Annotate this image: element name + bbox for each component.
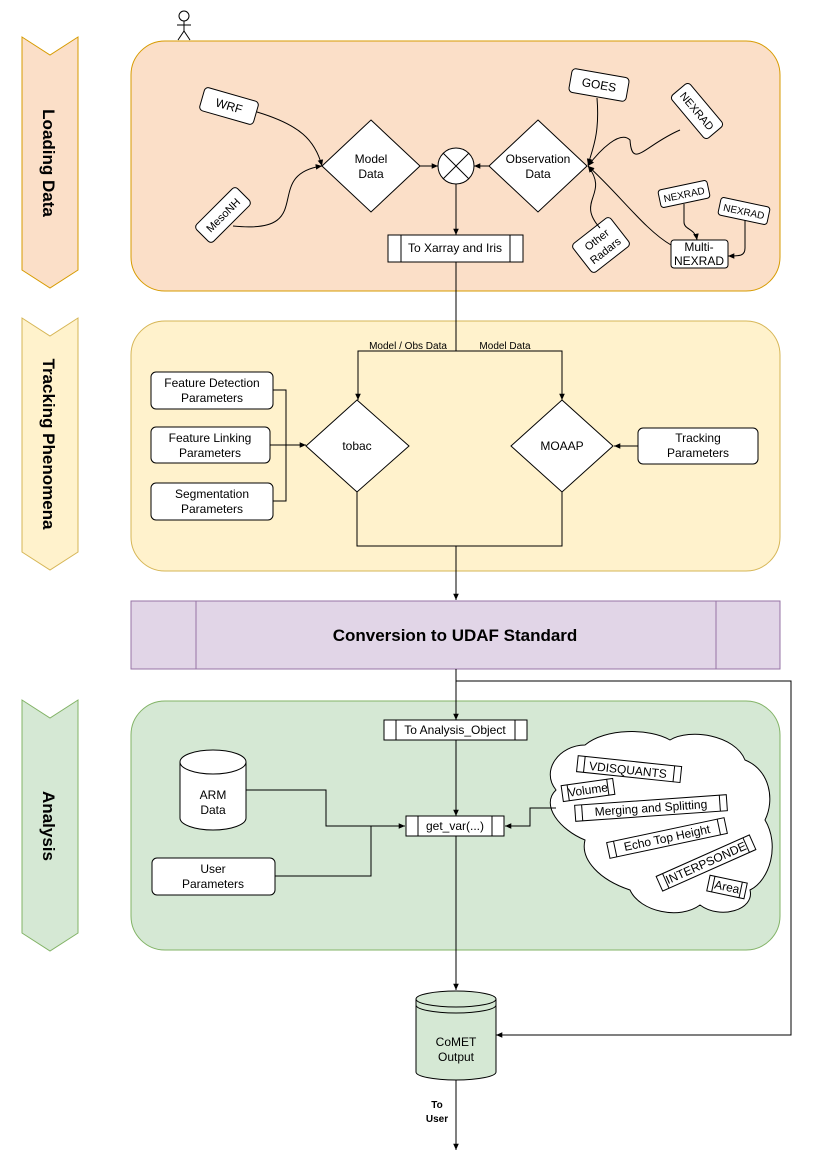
feature-detection-label-1: Feature Detection <box>164 376 259 390</box>
goes-label: GOES <box>581 75 618 95</box>
lane-tracking: Tracking Phenomena <box>21 317 79 571</box>
edge-split-tobac <box>355 350 456 400</box>
edge-user-getvar <box>275 826 372 877</box>
multi-nexrad-label-2: NEXRAD <box>674 254 724 268</box>
lane-analysis: Analysis <box>21 699 79 952</box>
multi-nexrad-label-1: Multi- <box>684 240 713 254</box>
wrf-node: WRF <box>199 87 259 125</box>
var-merging: Merging and Splitting <box>574 794 728 822</box>
model-data-label-2: Data <box>358 167 384 181</box>
goes-node: GOES <box>568 68 630 102</box>
user-params-label-2: Parameters <box>182 877 244 891</box>
feature-linking-label-2: Parameters <box>179 446 241 460</box>
edge-nexrad2-multi <box>727 220 746 259</box>
to-analysis-process: To Analysis_Object <box>383 719 528 741</box>
moaap-label: MOAAP <box>540 439 583 453</box>
comet-output-label-1: CoMET <box>436 1035 477 1049</box>
segmentation-label-2: Parameters <box>181 502 243 516</box>
variables-cloud: VDISQUANTS Volume Merging and Splitting … <box>549 731 773 914</box>
observation-data-node: Observation Data <box>488 119 588 213</box>
tracking-params-label-1: Tracking <box>675 431 721 445</box>
var-area-label: Area <box>713 878 741 897</box>
feature-detection-label-2: Parameters <box>181 391 243 405</box>
feature-detection-node: Feature Detection Parameters <box>150 371 274 410</box>
lane-loading-shape <box>21 36 79 289</box>
lane-loading: Loading Data <box>21 36 79 289</box>
comet-output-node: CoMET Output <box>415 990 497 1081</box>
conversion-process: Conversion to UDAF Standard <box>130 600 781 670</box>
user-params-label-1: User <box>200 862 225 876</box>
lane-loading-label: Loading Data <box>39 109 58 217</box>
to-xarray-label: To Xarray and Iris <box>408 241 502 255</box>
nexrad-small-1-node: NEXRAD <box>657 180 711 208</box>
lane-tracking-shape <box>21 317 79 571</box>
lane-analysis-label: Analysis <box>39 791 58 861</box>
observation-data-label-2: Data <box>525 167 551 181</box>
edge-mesonh-model <box>232 164 323 228</box>
tobac-label: tobac <box>342 439 371 453</box>
to-xarray-process: To Xarray and Iris <box>387 234 524 263</box>
edge-multi-obs <box>587 165 672 246</box>
model-obs-edge-label: Model / Obs Data <box>369 341 447 352</box>
to-user-label-1: To <box>431 1100 442 1111</box>
arm-data-node: ARM Data <box>179 749 247 831</box>
lane-analysis-shape <box>21 699 79 952</box>
tracking-params-label-2: Parameters <box>667 446 729 460</box>
edge-cloud-getvar <box>505 807 556 829</box>
nexrad-small-2-node: NEXRAD <box>717 197 771 225</box>
tracking-params-node: Tracking Parameters <box>637 427 759 465</box>
mesonh-node: MesoNH <box>195 187 251 243</box>
observation-data-label-1: Observation <box>506 152 571 166</box>
var-volume: Volume <box>560 777 616 803</box>
feature-linking-label-1: Feature Linking <box>169 431 252 445</box>
segmentation-label-1: Segmentation <box>175 487 249 501</box>
comet-output-label-2: Output <box>438 1050 475 1064</box>
model-data-label-1: Model <box>355 152 388 166</box>
edge-wrf-model <box>256 111 324 167</box>
arm-data-label-1: ARM <box>200 788 227 802</box>
edge-other-obs <box>587 165 601 229</box>
conversion-title: Conversion to UDAF Standard <box>333 626 578 645</box>
get-var-process: get_var(...) <box>405 815 505 837</box>
var-area: Area <box>706 874 748 900</box>
to-user-label-2: User <box>426 1114 448 1125</box>
to-analysis-label: To Analysis_Object <box>404 723 506 737</box>
var-volume-label: Volume <box>567 780 609 799</box>
segmentation-node: Segmentation Parameters <box>150 482 274 521</box>
arm-data-label-2: Data <box>200 803 226 817</box>
edge-trackers-merge <box>356 492 563 547</box>
other-radars-node: Other Radars <box>572 217 630 273</box>
merge-junction <box>437 147 475 185</box>
edge-split-moaap <box>456 350 565 400</box>
get-var-label: get_var(...) <box>426 819 484 833</box>
model-edge-label: Model Data <box>479 341 531 352</box>
edge-arm-getvar <box>246 789 405 829</box>
edge-nexrad1-multi <box>683 204 699 241</box>
edge-conversion-output <box>456 680 792 1038</box>
model-data-node: Model Data <box>321 119 421 213</box>
user-params-node: User Parameters <box>151 857 276 896</box>
multi-nexrad-node: Multi- NEXRAD <box>670 239 729 269</box>
actor-icon <box>177 10 191 41</box>
feature-linking-node: Feature Linking Parameters <box>150 426 271 464</box>
lane-tracking-label: Tracking Phenomena <box>39 359 58 531</box>
edge-nexrad-obs <box>587 129 681 167</box>
